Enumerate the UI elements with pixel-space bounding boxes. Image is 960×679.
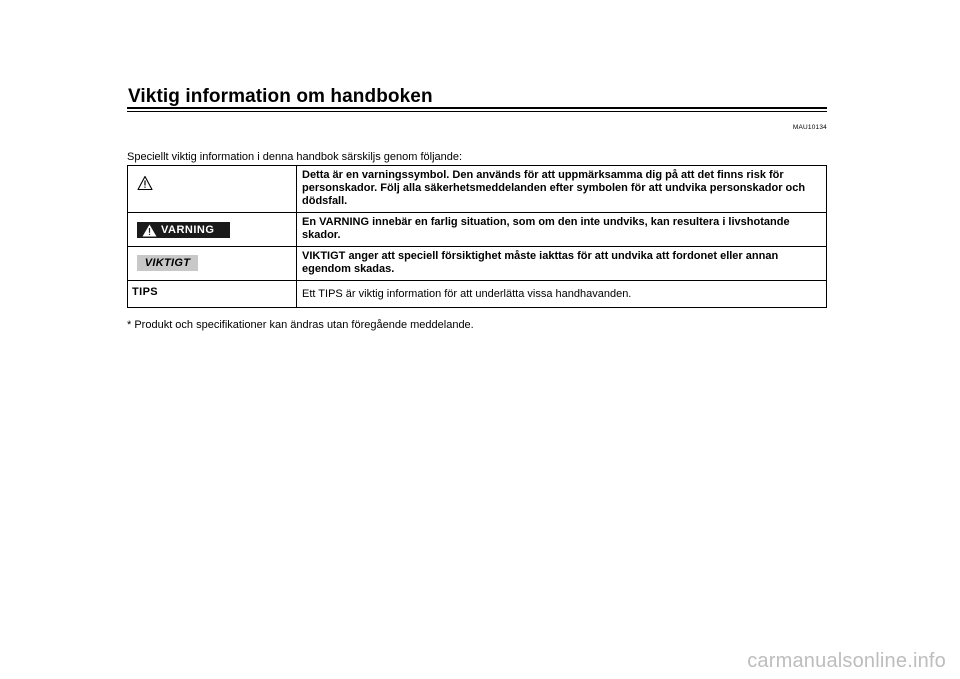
- symbol-cell: VARNING: [127, 212, 297, 247]
- table-row: VIKTIGT VIKTIGT anger att speciell försi…: [127, 246, 827, 281]
- page-title: Viktig information om handboken: [128, 86, 433, 107]
- symbol-description: Detta är en varningssymbol. Den används …: [296, 165, 827, 213]
- warning-triangle-icon: [142, 224, 157, 236]
- varning-label: VARNING: [161, 224, 215, 236]
- symbol-cell: TIPS: [127, 280, 297, 308]
- watermark: carmanualsonline.info: [747, 650, 946, 672]
- title-rule-thin: [127, 111, 827, 112]
- symbol-definition-table: Detta är en varningssymbol. Den används …: [127, 165, 827, 308]
- viktigt-label: VIKTIGT: [144, 257, 191, 269]
- intro-text: Speciellt viktig information i denna han…: [127, 151, 463, 163]
- table-row: VARNING En VARNING innebär en farlig sit…: [127, 212, 827, 247]
- warning-triangle-icon: [137, 175, 153, 191]
- tips-description: Ett TIPS är viktig information för att u…: [296, 280, 827, 308]
- footnote: * Produkt och specifikationer kan ändras…: [127, 319, 474, 331]
- title-rule: [127, 107, 827, 109]
- viktigt-badge: VIKTIGT: [137, 255, 198, 271]
- document-code: MAU10134: [792, 124, 827, 131]
- varning-badge: VARNING: [137, 222, 230, 238]
- symbol-cell: VIKTIGT: [127, 246, 297, 281]
- symbol-cell: [127, 165, 297, 213]
- tips-label: TIPS: [132, 286, 159, 298]
- table-row: Detta är en varningssymbol. Den används …: [127, 165, 827, 213]
- table-row: TIPS Ett TIPS är viktig information för …: [127, 280, 827, 308]
- viktigt-description: VIKTIGT anger att speciell försiktighet …: [296, 246, 827, 281]
- varning-description: En VARNING innebär en farlig situation, …: [296, 212, 827, 247]
